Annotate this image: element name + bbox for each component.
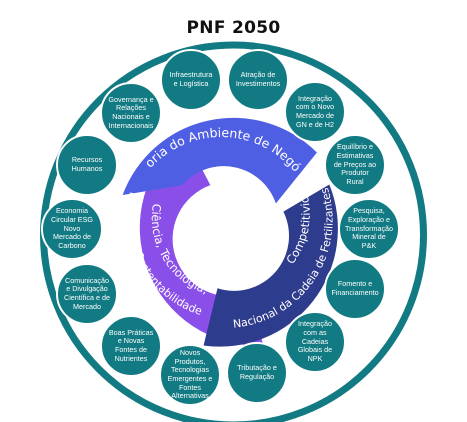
topic-cadeias-npk: Integração com as Cadeias Globais de NPK	[284, 311, 346, 373]
center-hole	[180, 182, 287, 288]
topic-novos-produtos: Novos Produtos, Tecnologias Emergentes e…	[159, 344, 221, 406]
arc-right	[203, 184, 338, 347]
topic-mineral-pk: Pesquisa, Exploração e Transformação Min…	[338, 198, 400, 260]
topic-governanca: Governança e Relações Nacionais e Intern…	[100, 82, 162, 144]
topic-fomento: Fomento e Financiamento	[324, 258, 386, 320]
topic-precos-produtor: Equilíbrio e Estimativas de Preços ao Pr…	[324, 134, 386, 196]
arc-left	[139, 135, 264, 346]
topic-comunicacao: Comunicação e Divulgação Científica e de…	[56, 263, 118, 325]
topic-infraestrutura: Infraestrutura e Logística	[160, 49, 222, 111]
diagram-title: PNF 2050	[186, 18, 281, 38]
topic-recursos-humanos: Recursos Humanos	[56, 134, 118, 196]
arc-top	[122, 117, 317, 204]
topic-economia-circular: Economia Circular ESG Novo Mercado de Ca…	[41, 198, 103, 260]
topic-mercado-gn-h2: Integração com o Novo Mercado de GN e de…	[284, 81, 346, 143]
topic-boas-praticas: Boas Práticas e Novas Fontes de Nutrient…	[100, 315, 162, 377]
topic-atracao-investimentos: Atração de Investimentos	[227, 49, 289, 111]
topic-tributacao: Tributação e Regulação	[226, 342, 288, 404]
